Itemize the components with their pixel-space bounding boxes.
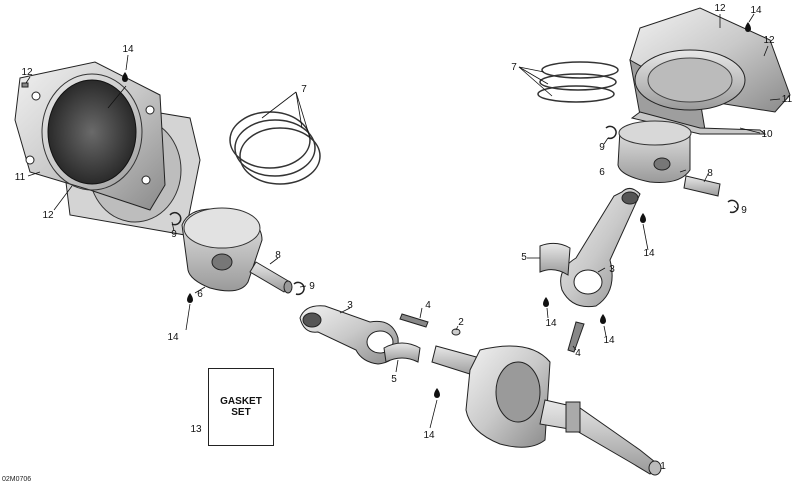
callout-9: 9 [741, 205, 747, 216]
callout-14: 14 [545, 318, 557, 329]
bearing-right [539, 242, 571, 276]
circlip-left-bottom [293, 281, 305, 296]
rod-bolt-left [399, 313, 429, 328]
callout-14: 14 [750, 5, 762, 16]
callout-14: 14 [167, 332, 179, 343]
callout-9: 9 [171, 229, 177, 240]
callout-9: 9 [309, 281, 315, 292]
circlip-right-bottom [727, 199, 739, 214]
crankshaft [431, 345, 662, 476]
callout-labels: 14 12 11 12 7 7 12 14 12 11 10 9 6 8 9 9… [15, 3, 793, 472]
callout-14: 14 [423, 430, 435, 441]
callout-11: 11 [782, 94, 793, 105]
rod-bolt-right [567, 321, 585, 353]
piston-left [181, 207, 263, 292]
callout-4: 4 [575, 348, 581, 359]
callout-11: 11 [15, 172, 26, 183]
callout-13: 13 [190, 424, 202, 435]
circlip-left-top [169, 211, 182, 226]
callout-14: 14 [603, 335, 615, 346]
piston-pin-right [683, 175, 721, 197]
callout-8: 8 [707, 168, 713, 179]
callout-8: 8 [275, 250, 281, 261]
callout-12: 12 [714, 3, 726, 14]
callout-7: 7 [511, 62, 517, 73]
callout-12: 12 [763, 35, 775, 46]
callout-14: 14 [122, 44, 134, 55]
gasket-set-line2: SET [231, 407, 251, 418]
callout-1: 1 [660, 461, 666, 472]
cylinder-left [14, 61, 201, 236]
oil-drop-icons [122, 22, 751, 398]
dowel-pin [451, 328, 461, 336]
callout-14: 14 [643, 248, 655, 259]
callout-6: 6 [599, 167, 605, 178]
callout-5: 5 [521, 252, 527, 263]
stud-left [21, 82, 29, 88]
cylinder-right [629, 7, 791, 135]
callout-3: 3 [347, 300, 353, 311]
callout-6: 6 [197, 289, 203, 300]
callout-7: 7 [301, 84, 307, 95]
piston-rings-left [229, 111, 321, 185]
piston-rings-right [537, 61, 619, 103]
callout-10: 10 [761, 129, 773, 140]
gasket-set-box: GASKET SET [208, 368, 274, 446]
piston-right [617, 120, 692, 183]
gasket-set-line1: GASKET [220, 396, 262, 407]
leader-lines [25, 13, 781, 429]
callout-2: 2 [458, 317, 464, 328]
callout-4: 4 [425, 300, 431, 311]
connecting-rod-left [299, 305, 399, 365]
connecting-rod-right [560, 188, 641, 308]
circlip-right-top [605, 125, 617, 140]
callout-3: 3 [609, 264, 615, 275]
callout-12: 12 [21, 67, 33, 78]
piston-pin-left [249, 261, 293, 294]
bearing-left [383, 342, 421, 363]
callout-5: 5 [391, 374, 397, 385]
drawing-id: 02M0706 [2, 476, 32, 483]
callout-12: 12 [42, 210, 54, 221]
callout-9: 9 [599, 142, 605, 153]
